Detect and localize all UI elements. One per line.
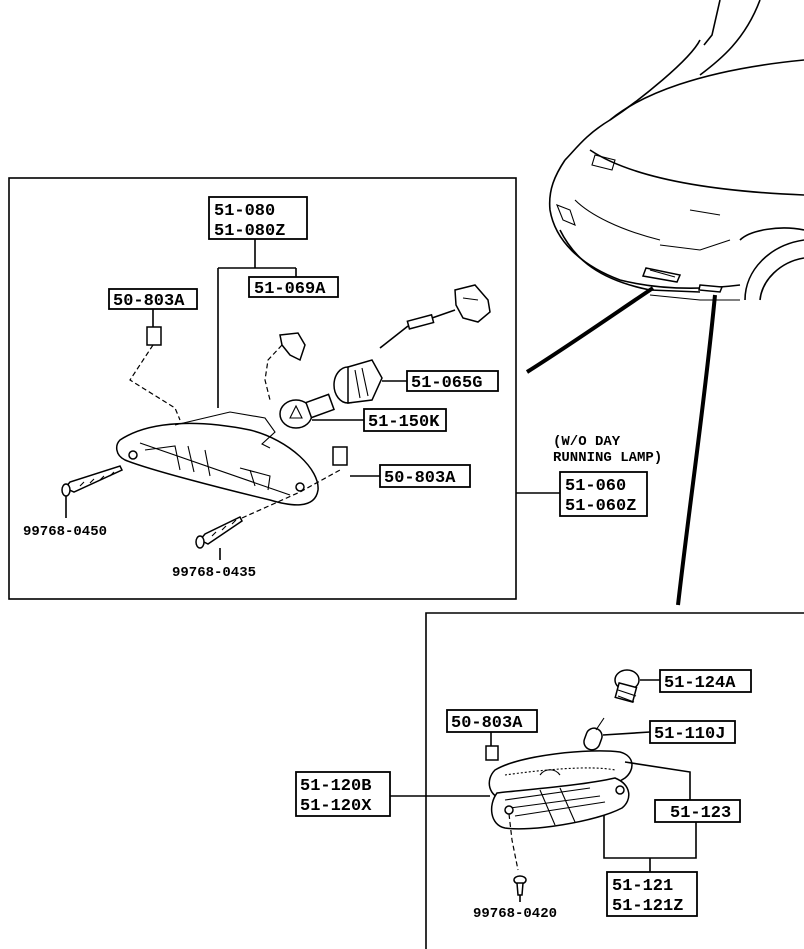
connector-plug <box>379 284 491 349</box>
label-assembly-1: 51-060 <box>565 477 626 496</box>
label-bulb: 51-150K <box>368 413 440 432</box>
clip-right-part <box>332 446 348 466</box>
label-side-assembly-1: 51-120B <box>300 777 371 796</box>
label-side-housing-2: 51-121Z <box>612 897 683 916</box>
label-socket-clip: 51-069A <box>254 280 326 299</box>
label-side-socket: 51-124A <box>664 674 736 693</box>
callout-leaders <box>525 286 717 606</box>
car-front-illustration <box>548 0 804 301</box>
side-clip-part <box>485 745 499 761</box>
label-clip-right: 50-803A <box>384 469 456 488</box>
screw-b <box>195 516 243 549</box>
screw-a <box>61 465 124 497</box>
label-side-housing-1: 51-121 <box>612 877 673 896</box>
label-screw-a: 99768-0450 <box>23 524 107 540</box>
note-line-2: RUNNING LAMP) <box>553 450 662 466</box>
label-lamp-part-2: 51-080Z <box>214 222 285 241</box>
label-lamp-part-1: 51-080 <box>214 202 275 221</box>
label-box-socket: 51-065G <box>406 370 499 393</box>
label-side-lens: 51-123 <box>670 804 731 823</box>
label-box-side-socket: 51-124A <box>659 669 752 693</box>
side-marker-lamp <box>488 750 633 830</box>
side-bulb-part <box>583 717 605 751</box>
side-marker-panel <box>425 612 804 949</box>
bulb-part <box>279 393 335 429</box>
label-box-assembly: 51-060 51-060Z <box>559 471 648 517</box>
label-side-screw: 99768-0420 <box>473 906 557 922</box>
side-socket-part <box>614 669 640 703</box>
label-side-bulb: 51-110J <box>654 725 725 744</box>
label-socket: 51-065G <box>411 374 482 393</box>
label-box-lamp-part: 51-080 51-080Z <box>208 196 308 241</box>
note-line-1: (W/O DAY <box>553 434 621 450</box>
label-side-assembly-2: 51-120X <box>300 797 372 816</box>
label-box-side-housing: 51-121 51-121Z <box>606 871 698 917</box>
front-lamp-housing <box>115 411 319 506</box>
side-screw <box>513 875 527 896</box>
socket-clip-part <box>279 332 306 362</box>
label-box-side-bulb: 51-110J <box>649 720 736 744</box>
socket-part <box>333 359 383 404</box>
label-box-side-assembly: 51-120B 51-120X <box>295 771 391 817</box>
label-box-clip-left: 50-803A <box>108 288 198 311</box>
label-assembly-2: 51-060Z <box>565 497 636 516</box>
label-box-clip-right: 50-803A <box>379 464 471 488</box>
label-clip-left: 50-803A <box>113 292 185 311</box>
label-box-side-clip: 50-803A <box>446 709 538 733</box>
label-box-side-lens: 51-123 <box>654 799 741 823</box>
label-side-clip: 50-803A <box>451 714 523 733</box>
label-screw-b: 99768-0435 <box>172 565 256 581</box>
label-box-socket-clip: 51-069A <box>248 276 339 299</box>
label-box-bulb: 51-150K <box>363 408 447 432</box>
clip-left-part <box>146 326 162 346</box>
front-lamp-panel <box>8 177 517 600</box>
